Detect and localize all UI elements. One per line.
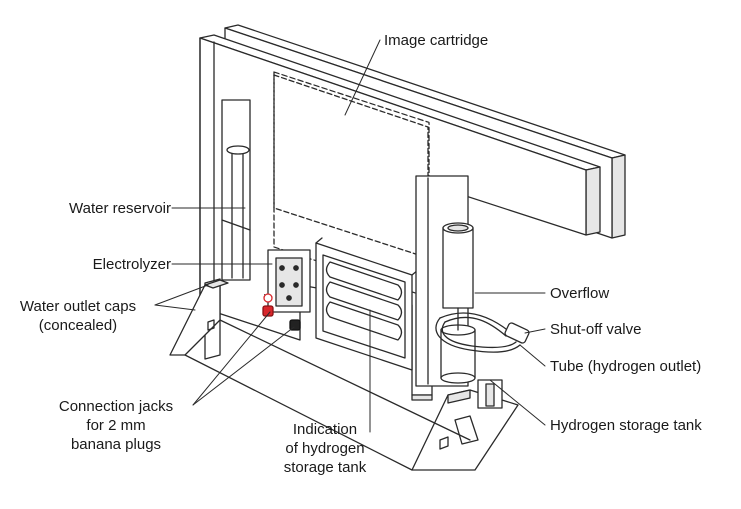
water-reservoir	[221, 99, 251, 281]
left-foot	[169, 278, 229, 360]
electrolyzer	[264, 249, 311, 313]
indication-window	[315, 237, 419, 371]
label-indication-line2: of hydrogen	[285, 440, 365, 457]
shutoff-valve	[435, 312, 530, 353]
label-connection-jacks-line1: Connection jacks	[58, 398, 174, 415]
leader-lines	[154, 39, 546, 433]
base-edge	[184, 354, 413, 471]
label-water-outlet-caps-line2: (concealed)	[38, 317, 118, 334]
label-indication-line1: Indication	[292, 421, 358, 438]
label-indication-line3: storage tank	[283, 459, 367, 476]
label-hydrogen-storage-tank: Hydrogen storage tank	[550, 417, 702, 434]
label-connection-jacks: Connection jacks for 2 mm banana plugs	[40, 397, 192, 454]
label-indication: Indication of hydrogen storage tank	[270, 420, 380, 477]
hydrogen-column	[415, 175, 476, 387]
right-foot	[411, 379, 519, 471]
label-connection-jacks-line3: banana plugs	[70, 436, 162, 453]
label-tube-hydrogen-outlet: Tube (hydrogen outlet)	[550, 358, 702, 375]
label-water-outlet-caps-line1: Water outlet caps	[19, 298, 137, 315]
label-overflow: Overflow	[550, 285, 610, 302]
label-water-reservoir: Water reservoir	[69, 200, 171, 217]
label-electrolyzer: Electrolyzer	[92, 256, 171, 273]
label-water-outlet-caps: Water outlet caps (concealed)	[4, 297, 152, 335]
connection-jacks	[262, 293, 301, 331]
label-connection-jacks-line2: for 2 mm	[86, 417, 146, 434]
label-shutoff-valve: Shut-off valve	[550, 321, 642, 338]
label-image-cartridge: Image cartridge	[384, 32, 489, 49]
